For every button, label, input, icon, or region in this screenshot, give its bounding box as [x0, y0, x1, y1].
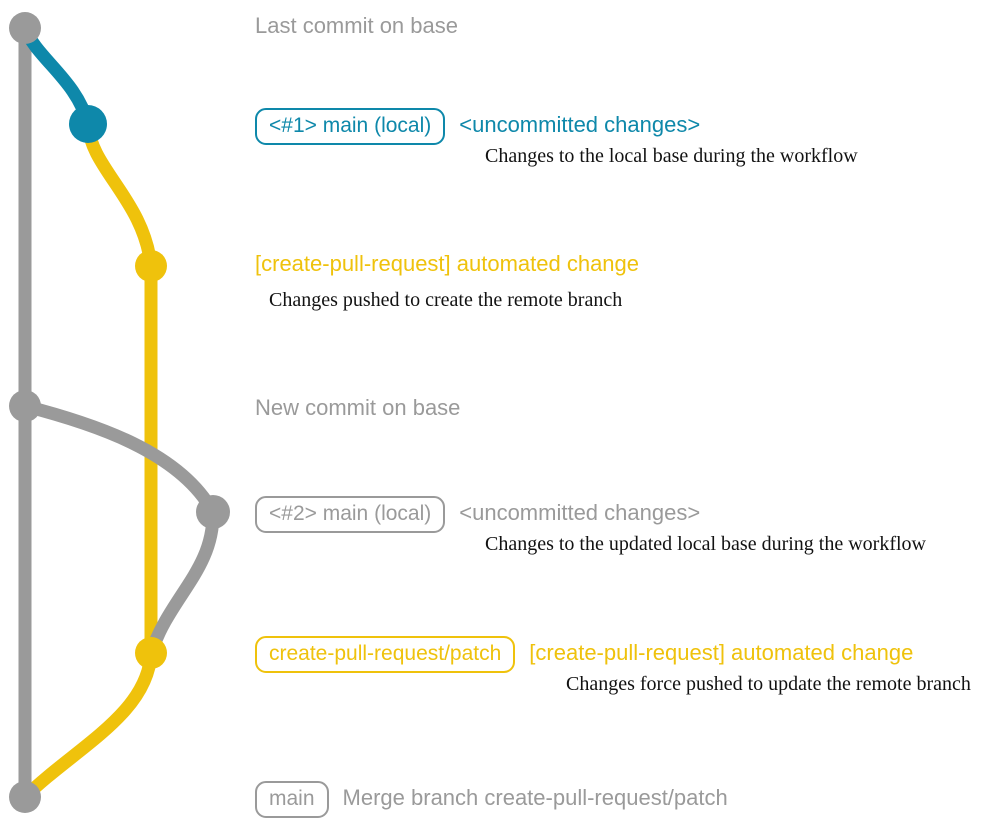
commit-row-base-last: Last commit on base — [255, 14, 458, 38]
commit-caption-remote-2: Changes force pushed to update the remot… — [566, 673, 971, 695]
ref-pill-remote-2[interactable]: create-pull-request/patch — [255, 636, 516, 673]
commit-subject-local-1: <uncommitted changes> — [459, 112, 701, 137]
commit-node-local-1[interactable] — [69, 105, 107, 143]
commit-subject-merge: Merge branch create-pull-request/patch — [342, 785, 728, 810]
commit-row-base-new: New commit on base — [255, 396, 460, 420]
commit-node-local-2[interactable] — [196, 495, 230, 529]
commit-node-remote-2[interactable] — [135, 637, 167, 669]
ref-pill-main[interactable]: main — [255, 781, 329, 818]
commit-caption-local-2: Changes to the updated local base during… — [485, 533, 926, 555]
branch-line-merge-in — [18, 646, 158, 804]
branch-line-local-2-in — [18, 399, 220, 519]
commit-node-remote-1[interactable] — [135, 250, 167, 282]
commit-subject-remote-1: [create-pull-request] automated change — [255, 251, 640, 276]
commit-node-merge[interactable] — [9, 781, 41, 813]
ref-pill-local-2[interactable]: <#2> main (local) — [255, 496, 446, 533]
commit-row-local-2: <#2> main (local) <uncommitted changes> — [255, 496, 700, 533]
commit-node-base-last[interactable] — [9, 12, 41, 44]
commit-row-remote-2: create-pull-request/patch [create-pull-r… — [255, 636, 913, 673]
commit-subject-remote-2: [create-pull-request] automated change — [529, 640, 914, 665]
commit-row-merge: main Merge branch create-pull-request/pa… — [255, 781, 728, 818]
commit-caption-remote-1: Changes pushed to create the remote bran… — [269, 289, 623, 311]
branch-line-local-2-out — [144, 505, 220, 660]
commit-subject-base-last: Last commit on base — [255, 13, 458, 38]
commit-subject-local-2: <uncommitted changes> — [459, 500, 701, 525]
commit-row-local-1: <#1> main (local) <uncommitted changes> — [255, 108, 700, 145]
commit-row-remote-1: [create-pull-request] automated change — [255, 252, 639, 276]
commit-caption-local-1: Changes to the local base during the wor… — [485, 145, 858, 167]
ref-pill-local-1[interactable]: <#1> main (local) — [255, 108, 446, 145]
commit-node-base-new[interactable] — [9, 390, 41, 422]
commit-subject-base-new: New commit on base — [255, 395, 461, 420]
